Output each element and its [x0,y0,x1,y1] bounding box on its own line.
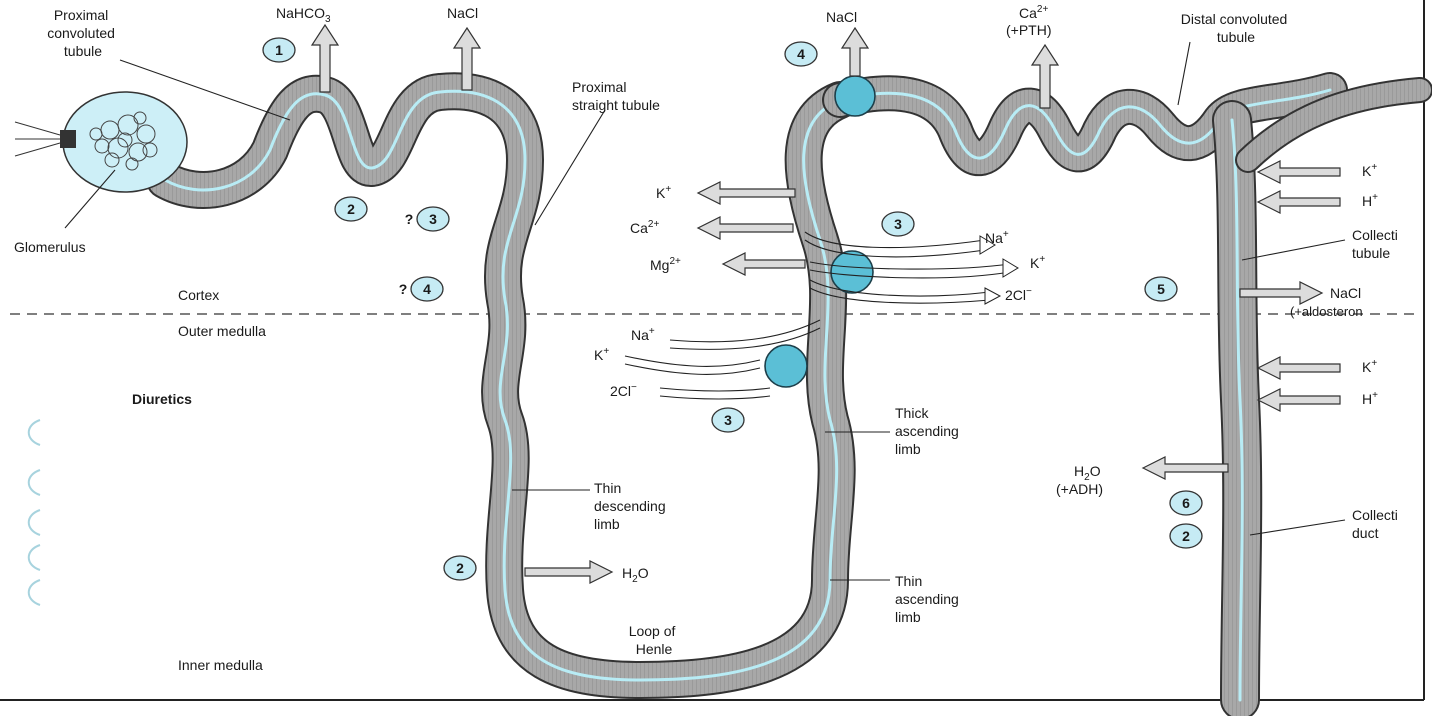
arrow-dct-nacl [840,26,870,77]
solute-cd-k-upper: K+ [1362,162,1377,179]
svg-text:2: 2 [347,201,355,217]
site-pct-2: 2 [334,196,368,222]
solute-tal-2cl-lower: 2Cl− [610,382,637,399]
arrow-cd-nacl [1239,281,1324,305]
svg-text:1: 1 [275,42,283,58]
diuretics-list-decoration [27,419,41,606]
svg-text:6: 6 [1182,495,1190,511]
svg-text:4: 4 [797,46,805,62]
solute-tal-k: K+ [656,184,671,201]
label-cortex: Cortex [178,287,219,303]
site-cd-6: 6 [1169,490,1203,516]
solute-cd-adh: (+ADH) [1056,481,1103,497]
site-ct-5: 5 [1144,276,1178,302]
label-collecting-tubule: Collecti tubule [1352,227,1402,261]
svg-text:2: 2 [456,560,464,576]
label-thick-ascending-limb: Thick ascending limb [895,405,963,457]
site-pct-1: 1 [262,37,296,63]
label-proximal-straight-tubule: Proximal straight tubule [572,79,660,113]
arrow-tdl-h2o [524,560,614,584]
leader-lines [64,41,1346,581]
tal-transporter-lower [764,344,808,388]
site-tdl-2: 2 [443,555,477,581]
site-pst-4: ? 4 [399,276,444,302]
proximal-tubule-and-descending-limb [146,72,859,699]
arrow-tal-mg [721,252,806,276]
label-collecting-duct: Collecti duct [1352,507,1402,541]
site-tal-3-lower: 3 [711,407,745,433]
arrow-dct-ca [1030,43,1060,109]
label-diuretics: Diuretics [132,391,192,407]
site-cd-2: 2 [1169,523,1203,549]
label-inner-medulla: Inner medulla [178,657,263,673]
svg-text:3: 3 [894,216,902,232]
solute-tal-ca: Ca2+ [630,219,659,236]
arrow-cd-h2o [1141,456,1229,480]
svg-text:3: 3 [724,412,732,428]
dct-transporter [834,75,876,117]
solute-cd-k-lower: K+ [1362,358,1377,375]
site-markers: 1 2 ? 3 ? 4 4 3 3 2 5 6 2 [262,37,1203,581]
transporter-pathways [624,231,1011,400]
site-tal-3-upper: 3 [881,211,915,237]
svg-text:?: ? [405,211,414,227]
solute-labels: NaHCO3 NaCl NaCl Ca2+ (+PTH) K+ Ca2+ Mg2… [276,4,1378,585]
solute-cd-h-upper: H+ [1362,192,1378,209]
solute-tal-mg: Mg2+ [650,256,681,273]
label-distal-convoluted-tubule: Distal convoluted tubule [1181,11,1292,45]
site-pst-3: ? 3 [405,206,450,232]
svg-text:4: 4 [423,281,431,297]
label-glomerulus: Glomerulus [14,239,86,255]
solute-tal-k-upper: K+ [1030,254,1045,271]
label-thin-descending-limb: Thin descending limb [594,480,670,532]
solute-tal-k-lower: K+ [594,346,609,363]
arrow-cd-k-lower [1256,356,1341,380]
solute-cd-h2o: H2O [1074,463,1101,483]
solute-tal-na-upper: Na+ [985,229,1009,246]
arrow-tal-ca [696,216,794,240]
solute-tal-na-lower: Na+ [631,326,655,343]
arrow-tal-k [696,181,796,205]
svg-text:5: 5 [1157,281,1165,297]
arrow-pct-nacl [452,26,482,91]
svg-text:3: 3 [429,211,437,227]
label-loop-of-henle: Loop of Henle [629,623,680,657]
arrow-pct-nahco3 [310,23,340,93]
distal-tubule-and-collecting-duct [822,72,1432,716]
arrow-cd-k-upper [1256,160,1341,184]
site-dct-4: 4 [784,41,818,67]
solute-tdl-h2o: H2O [622,565,649,585]
solute-dct-ca: Ca2+ [1019,4,1048,21]
solute-cd-aldosterone: (+aldosteron [1290,304,1363,319]
label-proximal-convoluted-tubule: Proximal convoluted tubule [47,7,119,59]
glomerulus [14,91,188,193]
tal-transporter-upper [830,250,874,294]
solute-cd-nacl: NaCl [1330,285,1361,301]
label-thin-ascending-limb: Thin ascending limb [895,573,963,625]
arrow-cd-h-lower [1256,388,1341,412]
label-outer-medulla: Outer medulla [178,323,266,339]
solute-dct-pth: (+PTH) [1006,22,1052,38]
solute-pct-nahco3: NaHCO3 [276,5,331,25]
solute-tal-2cl-upper: 2Cl− [1005,286,1032,303]
solute-pct-nacl: NaCl [447,5,478,21]
svg-text:?: ? [399,281,408,297]
flux-arrows [310,23,1341,584]
svg-text:2: 2 [1182,528,1190,544]
solute-cd-h-lower: H+ [1362,390,1378,407]
arrow-cd-h-upper [1256,190,1341,214]
structure-labels: Proximal convoluted tubule Glomerulus Pr… [14,7,1402,673]
solute-dct-nacl: NaCl [826,9,857,25]
